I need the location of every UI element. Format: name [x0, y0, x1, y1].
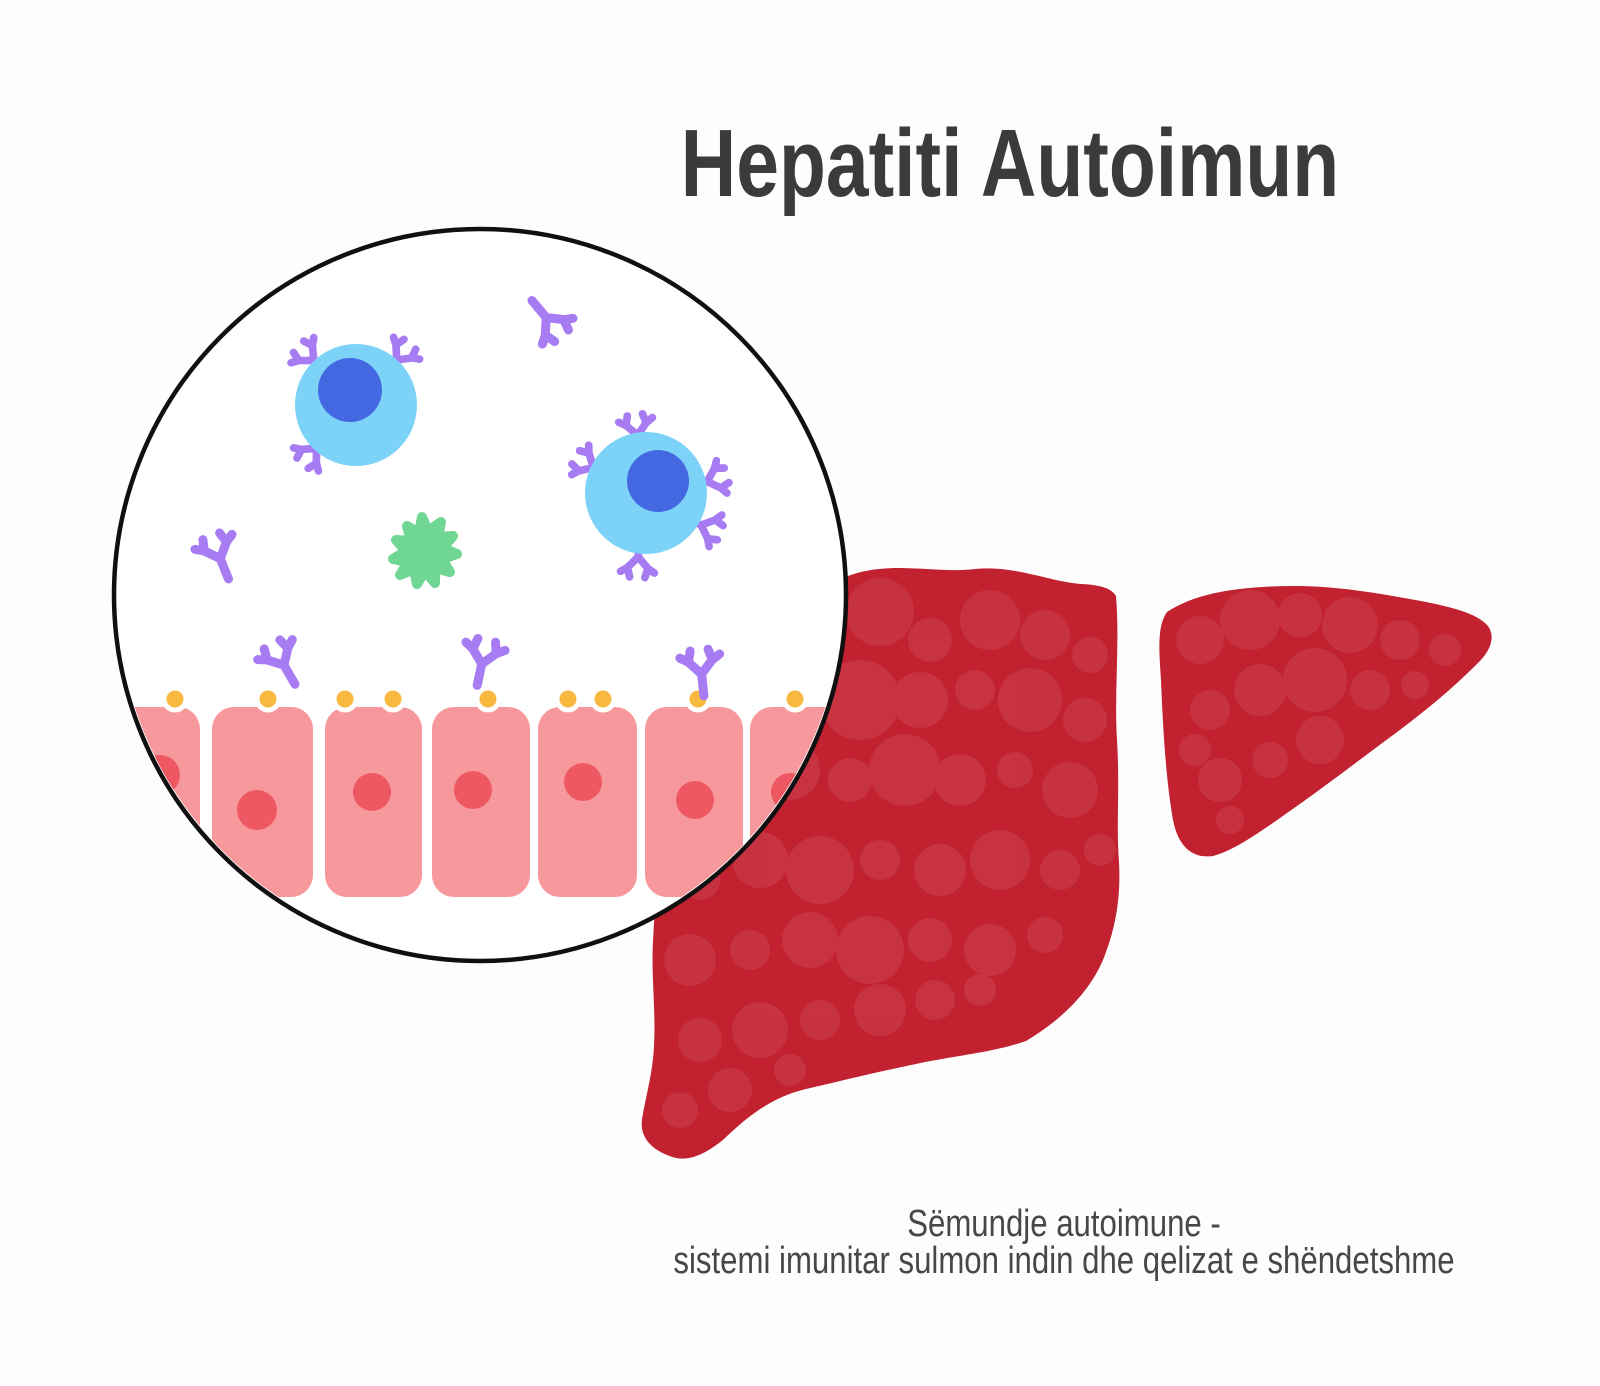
lymphocyte-cell-2 [567, 412, 732, 578]
liver-right-lobe [1159, 586, 1492, 857]
hepatocyte-cell [538, 707, 637, 897]
antigen-particle-icon [388, 512, 462, 589]
caption-line-2: sistemi imunitar sulmon indin dhe qeliza… [673, 1240, 1455, 1282]
surface-antigen-dots [161, 685, 809, 713]
cell-nucleus [237, 790, 277, 830]
antigen-dot [589, 685, 617, 713]
cell-nucleus [454, 771, 492, 809]
caption: Sëmundje autoimune - sistemi imunitar su… [654, 1203, 1474, 1282]
antigen-dot [161, 685, 189, 713]
lymphocyte-nucleus [627, 450, 689, 512]
antigen-dot [554, 685, 582, 713]
cell-nucleus [353, 773, 391, 811]
antigen-dot [379, 685, 407, 713]
caption-line-1: Sëmundje autoimune - [907, 1203, 1221, 1245]
antigen-dot [474, 685, 502, 713]
cell-nucleus [676, 781, 714, 819]
liver-texture-right [1176, 590, 1461, 834]
cell-nucleus [564, 763, 602, 801]
liver-texture-left [655, 574, 1116, 1128]
antigen-dot [254, 685, 282, 713]
lymphocyte-cell-1 [287, 333, 423, 474]
page-title: Hepatiti Autoimun [680, 110, 1340, 217]
antigen-dot [781, 685, 809, 713]
lymphocyte-nucleus [318, 358, 382, 422]
magnifier-circle-outline [111, 226, 849, 964]
hepatocyte-cell [117, 707, 200, 897]
antigen-dot [331, 685, 359, 713]
